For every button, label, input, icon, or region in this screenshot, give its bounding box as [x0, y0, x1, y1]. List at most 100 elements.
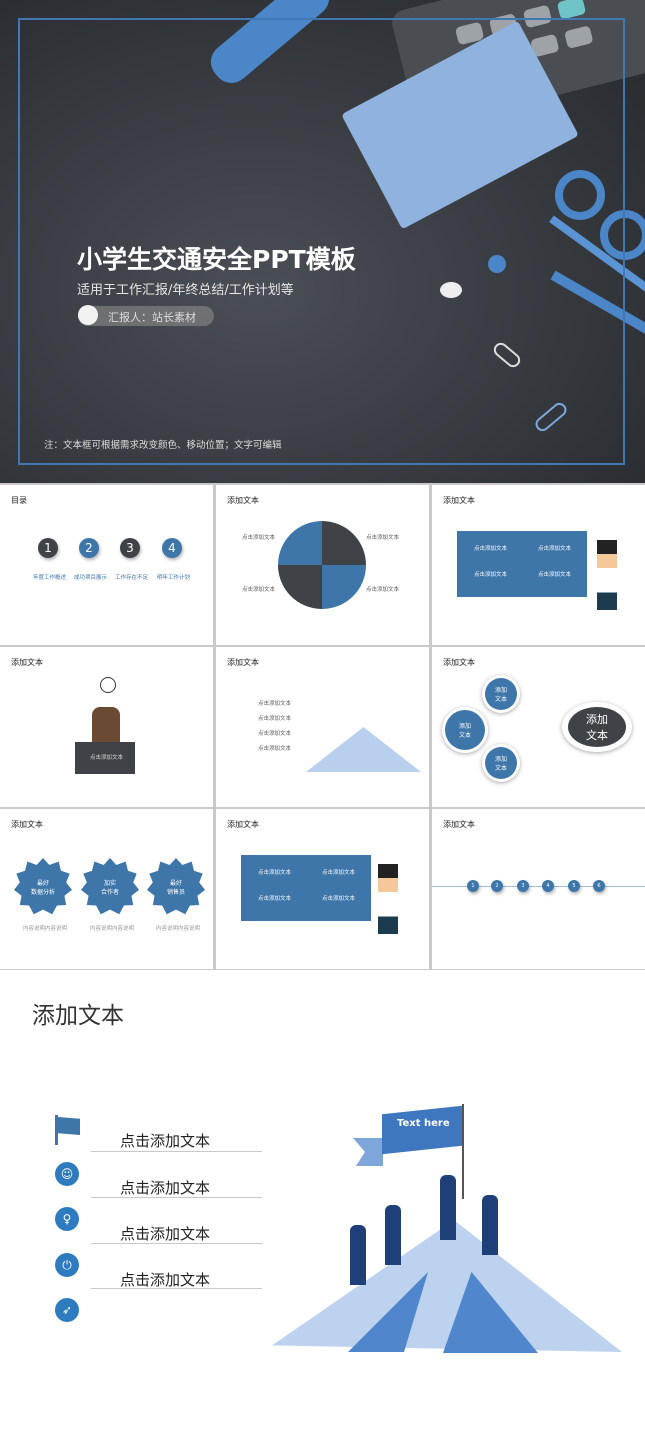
- timeline-node: 4: [542, 880, 554, 892]
- pushpin-white-icon: [440, 282, 462, 298]
- flag-text: Text here: [397, 1118, 450, 1129]
- slide-title: 添加文本: [32, 1003, 124, 1029]
- cover-title: 小学生交通安全PPT模板: [77, 245, 356, 274]
- timeline-line: [432, 886, 645, 887]
- desk: [75, 742, 135, 774]
- reporter-pill: [78, 306, 214, 326]
- thumb-board[interactable]: 添加文本 点击添加文本 点击添加文本 点击添加文本 点击添加文本: [432, 485, 645, 645]
- placeholder-text: 点击添加文本: [538, 546, 572, 552]
- flag-icon: [58, 1117, 80, 1135]
- thumb-timeline[interactable]: 添加文本 1 2 3 4 5 6: [432, 809, 645, 969]
- bubble: 添加文本: [445, 710, 485, 750]
- toc-label: 成功项目展示: [74, 575, 108, 581]
- slide-title: 添加文本: [443, 820, 475, 829]
- bubble-main: 添加文本: [568, 707, 626, 747]
- reporter-label: 汇报人：站长素材: [108, 311, 196, 324]
- cartoon-worker: [92, 707, 120, 742]
- slide-title: 添加文本: [227, 658, 259, 667]
- divider: [91, 1243, 262, 1244]
- cover-note: 注：文本框可根据需求改变颜色、移动位置；文字可编辑: [44, 440, 282, 451]
- toc-number: 4: [162, 538, 182, 558]
- timeline-node: 6: [593, 880, 605, 892]
- scissors-image: [555, 170, 605, 220]
- divider: [91, 1151, 262, 1152]
- placeholder-text: 点击添加文本: [366, 587, 400, 593]
- badge: 加实合作者: [81, 858, 139, 915]
- placeholder-text: 点击添加文本: [474, 546, 508, 552]
- toc-number: 1: [38, 538, 58, 558]
- thumb-circle-desk[interactable]: 添加文本 点击添加文本 点击添加文本 点击添加文本 点击添加文本: [216, 485, 429, 645]
- timeline-node: 3: [517, 880, 529, 892]
- thumb-busy-desk[interactable]: 添加文本 点击添加文本: [0, 647, 213, 807]
- board: [241, 855, 371, 921]
- rocket-icon: ➶: [55, 1298, 79, 1322]
- slide-title: 目录: [11, 496, 27, 505]
- badge-desc: 内容说明内容说明: [90, 926, 135, 932]
- thumb-toc[interactable]: 目录 1 2 3 4 年度工作概述 成功项目展示 工作存在不足 明年工作计划: [0, 485, 213, 645]
- placeholder-text: 点击添加文本: [258, 896, 292, 902]
- mountain: [306, 727, 421, 772]
- scissors-handle: [600, 210, 645, 260]
- placeholder-text: 点击添加文本: [366, 535, 400, 541]
- cover-frame: [18, 18, 625, 465]
- slide-title: 添加文本: [443, 496, 475, 505]
- placeholder-text: 点击添加文本: [258, 746, 292, 752]
- divider: [91, 1197, 262, 1198]
- placeholder-text: 点击添加文本: [322, 896, 356, 902]
- toc-label: 工作存在不足: [115, 575, 149, 581]
- lightbulb-icon: ♀: [55, 1207, 79, 1231]
- list-item-text[interactable]: 点击添加文本: [120, 1179, 211, 1197]
- toc-number: 2: [79, 538, 99, 558]
- thumb-board-2[interactable]: 添加文本 点击添加文本 点击添加文本 点击添加文本 点击添加文本: [216, 809, 429, 969]
- power-icon: ⏻: [55, 1253, 79, 1277]
- placeholder-text: 点击添加文本: [258, 731, 292, 737]
- summit-flag: [382, 1105, 462, 1155]
- bubble: 添加文本: [485, 678, 517, 710]
- badge-desc: 内容说明内容说明: [23, 926, 68, 932]
- placeholder-text: 点击添加文本: [322, 870, 356, 876]
- toc-label: 年度工作概述: [33, 575, 67, 581]
- quadrant-circle: [278, 521, 366, 609]
- toc-label: 明年工作计划: [157, 575, 191, 581]
- placeholder-text: 点击添加文本: [474, 572, 508, 578]
- placeholder-text: 点击添加文本: [258, 716, 292, 722]
- badge: 最好销售员: [147, 858, 205, 915]
- slide-title: 添加文本: [443, 658, 475, 667]
- clock-icon: [100, 677, 116, 693]
- timeline-node: 2: [491, 880, 503, 892]
- badge-desc: 内容说明内容说明: [156, 926, 201, 932]
- board: [457, 531, 587, 597]
- placeholder-text: 点击添加文本: [90, 755, 124, 761]
- thumb-bubbles[interactable]: 添加文本 添加文本 添加文本 添加文本 添加文本: [432, 647, 645, 807]
- flag-pole: [55, 1115, 58, 1145]
- slide-title: 添加文本: [227, 820, 259, 829]
- list-item-text[interactable]: 点击添加文本: [120, 1225, 211, 1243]
- climber: [482, 1195, 498, 1255]
- placeholder-text: 点击添加文本: [258, 701, 292, 707]
- slide-detail[interactable]: [0, 970, 645, 1455]
- head-icon: ☺: [55, 1162, 79, 1186]
- cartoon-man: [597, 540, 617, 610]
- list-item-text[interactable]: 点击添加文本: [120, 1132, 211, 1150]
- list-item-text[interactable]: 点击添加文本: [120, 1271, 211, 1289]
- timeline-node: 1: [467, 880, 479, 892]
- bubble: 添加文本: [485, 747, 517, 779]
- placeholder-text: 点击添加文本: [538, 572, 572, 578]
- climber: [440, 1175, 456, 1240]
- placeholder-text: 点击添加文本: [242, 535, 276, 541]
- slide-title: 添加文本: [11, 820, 43, 829]
- slide-title: 添加文本: [227, 496, 259, 505]
- pushpin-blue-icon: [488, 255, 506, 273]
- thumb-badges[interactable]: 添加文本 最好数据分析 加实合作者 最好销售员 内容说明内容说明 内容说明内容说…: [0, 809, 213, 969]
- flag-pole: [462, 1104, 464, 1199]
- placeholder-text: 点击添加文本: [242, 587, 276, 593]
- climber: [350, 1225, 366, 1285]
- cartoon-man: [378, 864, 398, 934]
- toc-number: 3: [120, 538, 140, 558]
- cover-subtitle: 适用于工作汇报/年终总结/工作计划等: [77, 283, 294, 298]
- cover-slide[interactable]: 小学生交通安全PPT模板 适用于工作汇报/年终总结/工作计划等 汇报人：站长素材…: [0, 0, 645, 483]
- placeholder-text: 点击添加文本: [258, 870, 292, 876]
- timeline-node: 5: [568, 880, 580, 892]
- badge: 最好数据分析: [14, 858, 72, 915]
- thumb-mountain[interactable]: 添加文本 点击添加文本 点击添加文本 点击添加文本 点击添加文本: [216, 647, 429, 807]
